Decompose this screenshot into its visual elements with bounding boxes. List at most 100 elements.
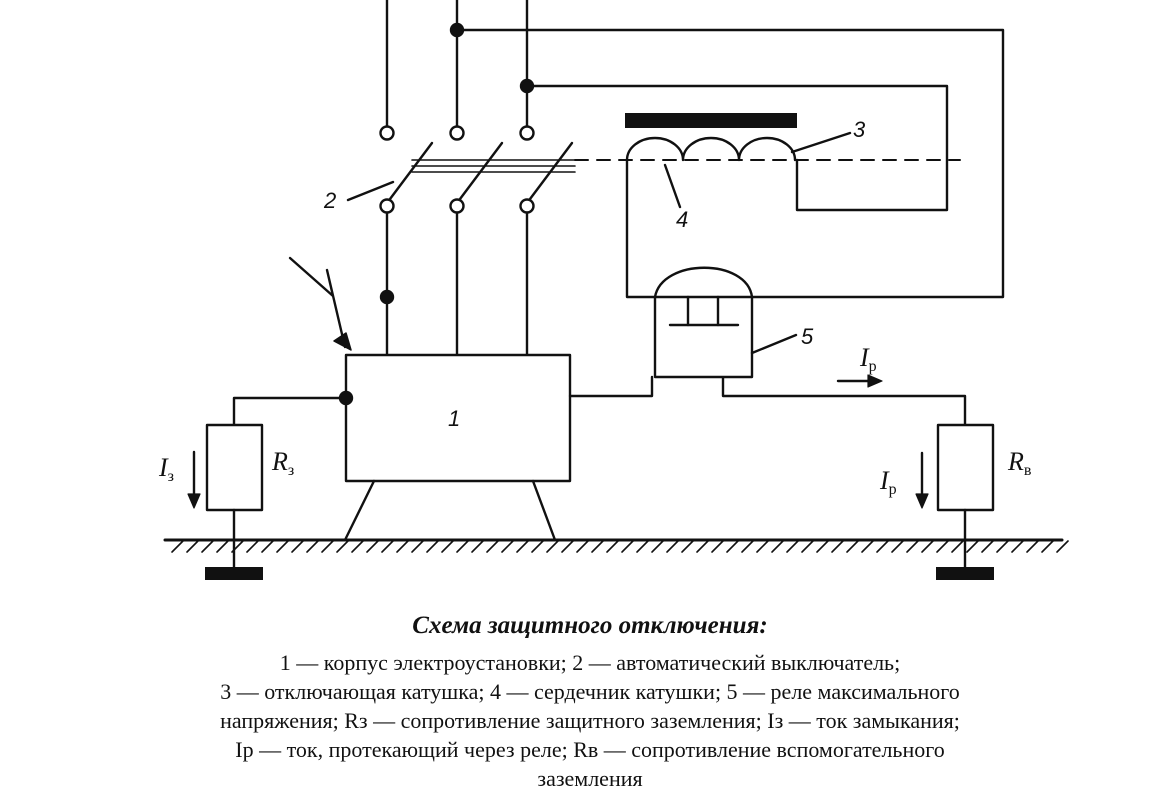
ground-hatch-mark (201, 540, 214, 553)
ground-hatch-mark (1026, 540, 1039, 553)
ground-hatch-mark (171, 540, 184, 553)
ground-hatch-mark (1041, 540, 1054, 553)
trip-coil (625, 113, 852, 209)
coil-core (625, 113, 797, 128)
ground-hatch-mark (576, 540, 589, 553)
symbol-relay-current-side: Iр (879, 466, 897, 498)
ground-hatch-mark (726, 540, 739, 553)
coil-return-wire (525, 84, 949, 212)
ground-hatch-mark (456, 540, 469, 553)
breaker-contact-lower (449, 198, 465, 214)
ground-hatch-mark (771, 540, 784, 553)
label-coil: 3 (853, 117, 866, 142)
label-relay: 5 (801, 324, 814, 349)
ground-hatch-mark (666, 540, 679, 553)
ground-hatch-mark (366, 540, 379, 553)
ground-hatch-mark (621, 540, 634, 553)
ground-hatch-mark (846, 540, 859, 553)
symbol-fault-current: Iз (158, 453, 174, 485)
coil-supply-wire (455, 28, 1005, 299)
breaker-contact-upper (379, 125, 395, 141)
ground-hatch-mark (996, 540, 1009, 553)
ground-hatch-mark (606, 540, 619, 553)
ground-hatch-mark (426, 540, 439, 553)
ground-hatch-mark (681, 540, 694, 553)
resistor-rz (205, 423, 264, 512)
leader-line-2 (346, 180, 395, 202)
label-core: 4 (676, 207, 688, 232)
relay-dome (653, 266, 754, 299)
symbol-aux-resistance: Rв (1007, 447, 1032, 479)
ground-hatch-mark (501, 540, 514, 553)
ground-hatch-mark (306, 540, 319, 553)
overvoltage-relay (653, 266, 798, 379)
relay-circuit (568, 374, 995, 580)
circuit-breaker (346, 125, 961, 214)
leader-line-5 (750, 333, 798, 355)
symbol-relay-current-top: Iр (859, 343, 877, 375)
ground-hatch-mark (546, 540, 559, 553)
ground-surface (163, 538, 1069, 553)
ground-hatch-mark (486, 540, 499, 553)
ground-hatch-mark (696, 540, 709, 553)
ground-hatch-mark (186, 540, 199, 553)
junction-dot (519, 78, 535, 94)
ground-hatch-mark (246, 540, 259, 553)
breaker-contact-upper (449, 125, 465, 141)
caption-line: Iр — ток, протекающий через реле; Rв — с… (235, 737, 945, 762)
ground-hatch-mark (876, 540, 889, 553)
ground-hatch-mark (951, 540, 964, 553)
breaker-blade (388, 141, 434, 201)
caption-line: 1 — корпус электроустановки; 2 — автомат… (279, 650, 901, 675)
ground-hatch-mark (471, 540, 484, 553)
ground-hatch-mark (921, 540, 934, 553)
caption-line: заземления (537, 766, 643, 791)
caption-line: 3 — отключающая катушка; 4 — сердечник к… (220, 679, 960, 704)
ground-hatch-mark (636, 540, 649, 553)
ground-hatch-mark (561, 540, 574, 553)
ground-hatch-mark (261, 540, 274, 553)
fault-point-dot (379, 289, 395, 305)
ground-hatch-mark (216, 540, 229, 553)
coil-windings (625, 136, 797, 162)
control-circuit (449, 22, 1005, 299)
caption-line: напряжения; Rз — сопротивление защитного… (220, 708, 960, 733)
leader-line-4 (663, 163, 682, 209)
relay-body (653, 295, 754, 379)
protective-ground-branch (187, 390, 354, 580)
caption-title: Схема защитного отключения: (412, 612, 768, 639)
ground-hatch-mark (936, 540, 949, 553)
label-housing: 1 (448, 406, 460, 431)
ground-hatch-mark (411, 540, 424, 553)
label-breaker: 2 (323, 188, 336, 213)
ground-hatch-mark (741, 540, 754, 553)
breaker-contact-lower (519, 198, 535, 214)
ground-hatch-mark (861, 540, 874, 553)
load-conductors (379, 211, 529, 357)
ground-hatch-mark (966, 540, 979, 553)
ground-hatch-mark (276, 540, 289, 553)
ground-hatch-mark (531, 540, 544, 553)
ground-hatch-mark (351, 540, 364, 553)
ground-hatch-mark (981, 540, 994, 553)
junction-dot (338, 390, 354, 406)
ground-hatch-mark (891, 540, 904, 553)
leader-line-3 (790, 131, 852, 154)
ground-hatch-mark (756, 540, 769, 553)
ground-electrode-left (205, 567, 263, 580)
ground-hatch-mark (516, 540, 529, 553)
ground-hatch-mark (381, 540, 394, 553)
ground-hatch-mark (786, 540, 799, 553)
junction-dot (449, 22, 465, 38)
ground-hatch-mark (591, 540, 604, 553)
fault-arrow (288, 256, 352, 351)
breaker-blade (528, 141, 574, 201)
symbol-ground-resistance: Rз (271, 447, 294, 479)
ground-hatch-mark (396, 540, 409, 553)
resistor-rv (936, 423, 995, 512)
ground-hatch-mark (831, 540, 844, 553)
caption-body: 1 — корпус электроустановки; 2 — автомат… (95, 648, 1085, 793)
equipment-housing (343, 353, 572, 542)
protective-shutdown-diagram: 1 2 3 4 5 Iз Rз Iр Iр Rв (158, 0, 1069, 580)
ground-electrode-right (936, 567, 994, 580)
